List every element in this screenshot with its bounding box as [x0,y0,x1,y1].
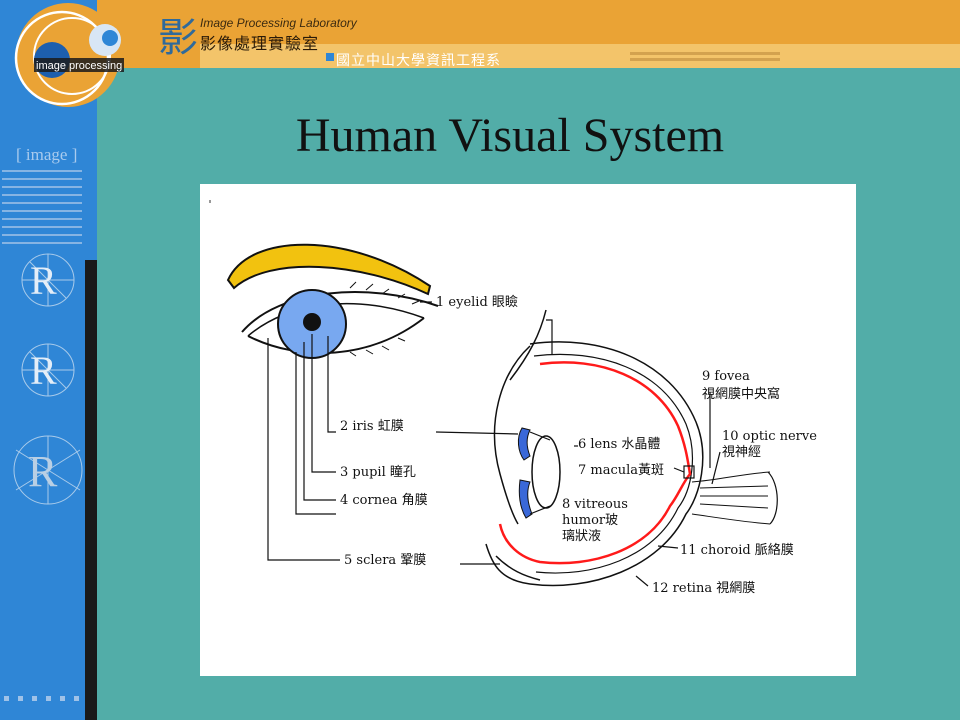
cornea-blue-lower [518,479,533,519]
label-lens: 6 lens 水晶體 [578,437,660,452]
label-choroid: 11 choroid 脈絡膜 [680,542,794,558]
sidebar-letter-3: R [28,447,58,496]
sidebar-edge [85,260,97,720]
section-leader-lines [435,319,721,587]
eye-diagram-panel: 1 eyelid 眼瞼 2 iris 虹膜 3 pupil 瞳孔 4 corne… [200,184,856,676]
label-optic-2: 視神經 [722,445,761,460]
lab-chinese-name: 影像處理實驗室 [200,34,320,53]
label-vitreous-2: humor玻 [562,513,618,528]
sidebar-letter-2: R [30,348,57,393]
lens-shape [531,435,561,509]
optic-nerve [691,471,771,525]
label-vitreous-1: 8 vitreous [562,497,628,512]
label-pupil: 3 pupil 瞳孔 [340,465,416,480]
upper-lashes [349,281,420,305]
sidebar-letter-1: R [30,258,57,303]
label-optic-1: 10 optic nerve [722,429,817,444]
label-iris: 2 iris 虹膜 [340,419,404,434]
slide-title: Human Visual System [295,109,725,162]
logo-text: image processing [36,60,122,72]
lower-lashes [349,337,406,357]
calligraphy-mark: 影 [158,15,198,61]
cornea-blue-upper [517,427,531,461]
label-eyelid: 1 eyelid 眼瞼 [436,294,518,310]
label-sclera: 5 sclera 鞏膜 [344,553,426,568]
sidebar-fine-print [2,170,82,250]
eye-cross-section [485,309,778,587]
pupil-shape [303,313,321,331]
label-macula: 7 macula黃斑 [578,463,664,478]
eye-diagram: 1 eyelid 眼瞼 2 iris 虹膜 3 pupil 瞳孔 4 corne… [209,200,817,596]
label-fovea-2: 視網膜中央窩 [702,386,780,402]
eyebrow [226,243,432,296]
sidebar-decoration: R R R [13,253,83,505]
sidebar-dots [4,696,79,701]
header-fine-print [630,52,780,64]
front-leader-lines [267,301,432,561]
department-bullet [326,53,334,61]
label-fovea-1: 9 fovea [702,369,750,384]
lab-name: Image Processing Laboratory [200,16,357,30]
label-retina: 12 retina 視網膜 [652,581,755,596]
sidebar-label: [ image ] [16,145,78,164]
retina-line [498,361,692,565]
department-name: 國立中山大學資訊工程系 [336,53,501,69]
image-processing-logo: image processing [14,3,124,107]
label-cornea: 4 cornea 角膜 [340,493,428,508]
label-vitreous-3: 璃狀液 [562,529,601,544]
